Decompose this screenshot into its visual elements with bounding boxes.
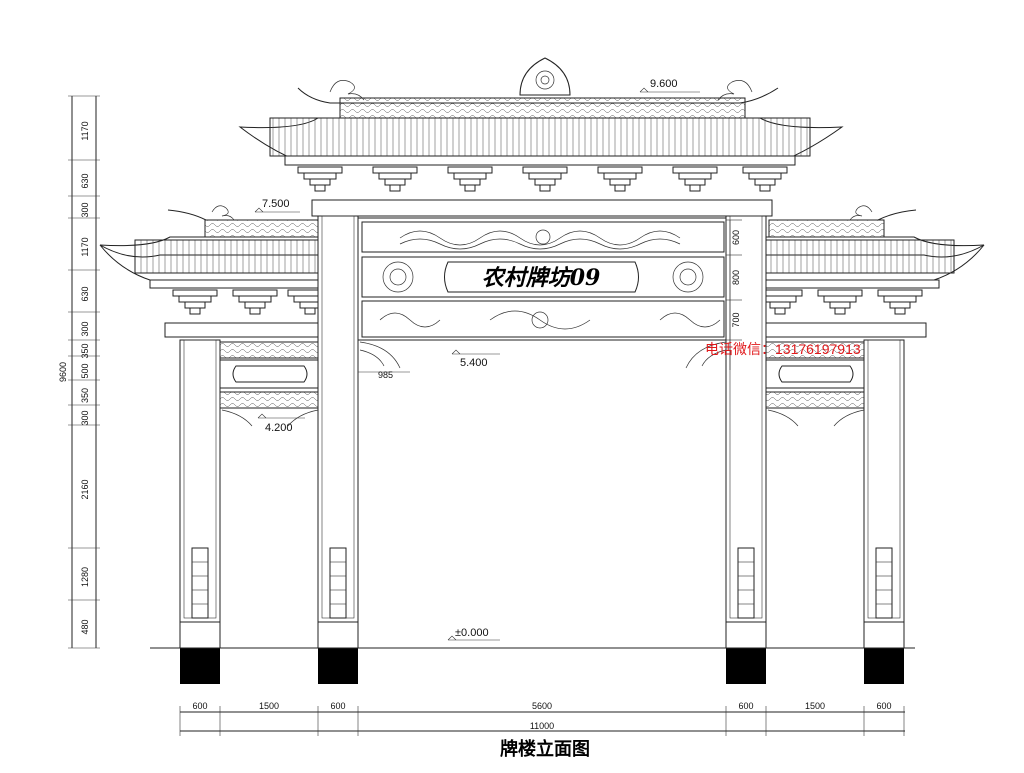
bottom-dim-label: 5600	[532, 701, 552, 711]
column-footing	[180, 648, 220, 684]
center-frieze: 农村牌坊09	[357, 217, 729, 341]
left-dim-label: 1170	[80, 237, 90, 256]
right-medallion	[672, 261, 704, 293]
level-main-beam: 5.400	[460, 357, 488, 369]
bottom-dim-label: 1500	[259, 701, 279, 711]
level-side-beam: 4.200	[265, 422, 293, 434]
level-markers: 9.600 7.500 5.400 4.200 ±0.000	[254, 78, 700, 641]
total-width-label: 11000	[530, 721, 554, 731]
left-dim-label: 2160	[80, 479, 90, 499]
main-roof	[238, 57, 844, 217]
bottom-dim-label: 600	[738, 701, 753, 711]
left-corner-bracket	[359, 341, 401, 369]
left-side-roof	[99, 205, 333, 338]
dougong-bracket	[522, 166, 568, 192]
right-side-roof	[757, 205, 985, 338]
column	[863, 339, 905, 684]
dougong-bracket	[817, 289, 863, 315]
left-dim-label: 1280	[80, 567, 90, 587]
level-ground: ±0.000	[455, 627, 489, 639]
bottom-dim-label: 600	[876, 701, 891, 711]
dougong-bracket	[672, 166, 718, 192]
right-side-frieze	[765, 341, 867, 427]
level-side-roof: 7.500	[262, 198, 290, 210]
left-medallion	[382, 261, 414, 293]
left-dimension-chain: 9600 1170 630 300 1170 630 300 350 500 350 300 216…	[58, 95, 100, 649]
right-dimension-chain: 600 800 700	[726, 219, 742, 370]
right-dim-label: 800	[731, 270, 741, 285]
bracket-dim-label: 985	[378, 370, 393, 380]
dougong-bracket	[597, 166, 643, 192]
column	[179, 339, 221, 684]
left-dim-label: 500	[80, 363, 90, 378]
dougong-bracket	[372, 166, 418, 192]
left-dim-label: 480	[80, 619, 90, 634]
left-dim-label: 350	[80, 388, 90, 403]
left-dim-label: 300	[80, 202, 90, 217]
right-dim-label: 600	[731, 230, 741, 245]
left-dim-label: 300	[80, 410, 90, 425]
plaque-text: 农村牌坊09	[482, 265, 601, 291]
left-dim-label: 300	[80, 321, 90, 336]
left-dim-label: 630	[80, 173, 90, 188]
columns	[179, 215, 905, 684]
bottom-dim-label: 600	[330, 701, 345, 711]
column-footing	[318, 648, 358, 684]
bottom-dim-label: 600	[192, 701, 207, 711]
bottom-dimension-chain: 11000 600 1500 600 5600 600 1500 600	[179, 701, 905, 736]
left-dim-label: 350	[80, 343, 90, 358]
bottom-dim-label: 1500	[805, 701, 825, 711]
column-footing	[726, 648, 766, 684]
roof-crown-ornament	[519, 57, 571, 96]
dougong-bracket	[742, 166, 788, 192]
right-corner-bracket	[685, 341, 727, 369]
dougong-bracket	[297, 166, 343, 192]
left-side-frieze	[219, 341, 321, 427]
dougong-bracket	[877, 289, 923, 315]
level-top: 9.600	[650, 78, 678, 90]
dougong-bracket	[232, 289, 278, 315]
dougong-bracket	[172, 289, 218, 315]
column-footing	[864, 648, 904, 684]
drawing-caption: 牌楼立面图	[500, 738, 590, 760]
bracket-dimension: 985	[358, 370, 410, 380]
left-dim-label: 630	[80, 286, 90, 301]
name-plaque: 农村牌坊09	[444, 261, 639, 293]
left-dim-label: 1170	[80, 121, 90, 140]
column	[317, 215, 359, 684]
right-dim-label: 700	[731, 312, 741, 327]
total-height-label: 9600	[58, 362, 68, 382]
dougong-bracket	[447, 166, 493, 192]
column	[725, 215, 767, 684]
contact-watermark: 电话微信：13176197913	[705, 341, 861, 357]
